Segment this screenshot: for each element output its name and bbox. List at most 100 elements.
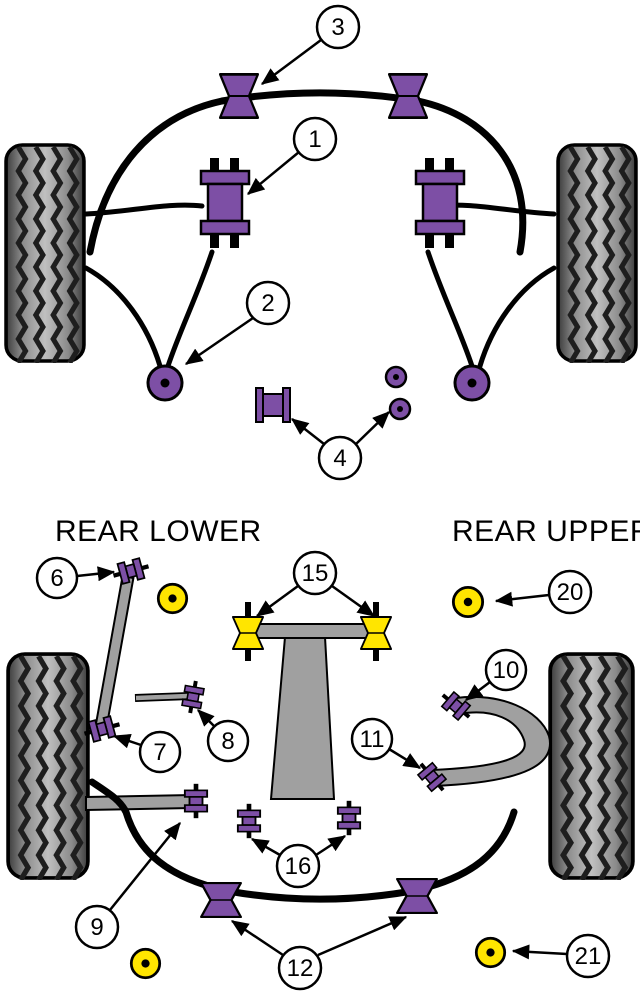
callout-21-leader — [511, 944, 568, 960]
rear-lower-label: REAR LOWER — [55, 515, 262, 548]
bush-10 — [437, 688, 475, 725]
rear-right-tire — [550, 654, 633, 880]
callout-8-number: 8 — [221, 728, 234, 755]
callout-3: 3 — [260, 4, 361, 86]
callout-4-circle — [317, 435, 363, 481]
callout-1-leader — [247, 151, 300, 195]
callout-15-leader-left — [255, 584, 299, 618]
callout-12-leader-right — [317, 915, 408, 957]
callout-21-number: 21 — [575, 943, 602, 970]
front-arm-rear-bush-left — [146, 364, 184, 402]
callout-6-circle — [35, 556, 79, 600]
subframe-bolt-left-bottom — [245, 648, 251, 661]
callout-11-number: 11 — [360, 726, 385, 753]
front-left-arm — [83, 202, 215, 369]
rear-lower-link — [94, 574, 135, 730]
callout-1-number: 1 — [308, 126, 321, 153]
callout-4-leader-right — [355, 411, 390, 445]
callout-15-circle — [292, 550, 338, 596]
rear-upper-label: REAR UPPER — [452, 515, 640, 548]
callout-12-number: 12 — [287, 955, 314, 982]
front-right-tire — [558, 145, 636, 363]
callout-2-leader — [184, 316, 254, 366]
callout-20-number: 20 — [557, 579, 584, 606]
front-left-arm-upper-link — [83, 202, 205, 217]
front-arm-front-bush-left — [199, 157, 251, 249]
front-right-arm-lower-link — [477, 265, 557, 369]
callout-2-circle — [245, 280, 291, 326]
callout-15-leader-right — [331, 584, 376, 618]
callout-16-number: 16 — [285, 853, 312, 880]
subframe-bolt-right-top — [373, 602, 379, 618]
subframe-beam — [247, 623, 377, 639]
callout-8-circle — [206, 719, 250, 763]
callout-20-circle — [547, 569, 593, 615]
callout-3-leader — [260, 38, 322, 86]
callout-11-circle — [350, 717, 394, 761]
callout-1: 1 — [247, 116, 338, 195]
front-anti-roll-bar — [86, 89, 527, 256]
callout-15: 15 — [255, 550, 376, 618]
callout-6-leader — [76, 566, 116, 582]
rear-right-arm — [430, 695, 551, 788]
callout-1-circle — [292, 116, 338, 162]
rear-trailing-arm — [85, 793, 193, 812]
callout-15-number: 15 — [302, 560, 329, 587]
callout-7: 7 — [112, 730, 182, 774]
callout-12: 12 — [230, 915, 408, 991]
callout-4-number: 4 — [333, 445, 346, 472]
rear-yellow-bush-lower-right — [474, 936, 507, 969]
callout-8: 8 — [197, 709, 250, 763]
callout-9-circle — [74, 904, 120, 950]
callout-2: 2 — [184, 280, 291, 366]
subframe-bolt-right-bottom — [373, 648, 379, 661]
bush-center — [467, 378, 477, 388]
callout-7-leader — [112, 734, 142, 749]
callout-21: 21 — [511, 933, 611, 979]
callout-10: 10 — [465, 648, 528, 701]
callout-2-number: 2 — [261, 290, 274, 317]
callout-20-leader — [494, 591, 550, 607]
callout-10-number: 10 — [493, 657, 520, 684]
part-4-bush-kit — [255, 365, 412, 423]
callout-9-leader — [109, 822, 181, 911]
callout-12-leader-left — [230, 919, 284, 957]
front-arm-rear-bush-right — [453, 364, 491, 402]
rear-bush-16-right — [338, 801, 360, 835]
callout-11: 11 — [350, 717, 422, 770]
front-right-arm-inner-link — [425, 249, 475, 369]
callout-7-circle — [138, 730, 182, 774]
callout-16-leader-left — [250, 837, 281, 857]
kit-body — [262, 393, 284, 417]
bush-center — [160, 378, 170, 388]
subframe-stem — [269, 636, 336, 800]
callout-16-circle — [275, 843, 321, 889]
kit-flange-left — [255, 387, 264, 423]
callout-6: 6 — [35, 556, 116, 600]
callout-6-number: 6 — [50, 565, 63, 592]
rear-yellow-bush-upper-right — [451, 585, 485, 619]
callout-16: 16 — [250, 834, 347, 889]
callout-12-circle — [277, 945, 323, 991]
front-arm-front-bush-right — [414, 157, 466, 249]
callout-21-circle — [565, 933, 611, 979]
rear-yellow-bush-upper-left — [156, 582, 189, 615]
callout-9: 9 — [74, 822, 181, 950]
callout-4-leader-left — [291, 418, 325, 445]
callout-16-leader-right — [315, 834, 347, 857]
rear-yellow-bush-lower-left — [129, 947, 162, 980]
subframe-bolt-left-top — [245, 602, 251, 618]
rear-bush-16-left — [238, 804, 260, 838]
rear-arb-bush-left — [200, 882, 242, 918]
callout-10-circle — [484, 648, 528, 692]
front-left-arm-lower-link — [83, 265, 163, 369]
rear-suspension-group: REAR LOWER REAR UPPER — [8, 515, 640, 991]
rear-anti-roll-bar — [88, 778, 518, 903]
rear-lower-arm-bush — [414, 758, 451, 796]
front-left-tire — [6, 145, 84, 363]
kit-washer-bottom-hole — [397, 406, 403, 412]
callout-9-number: 9 — [90, 914, 103, 941]
callout-10-leader — [465, 681, 491, 701]
